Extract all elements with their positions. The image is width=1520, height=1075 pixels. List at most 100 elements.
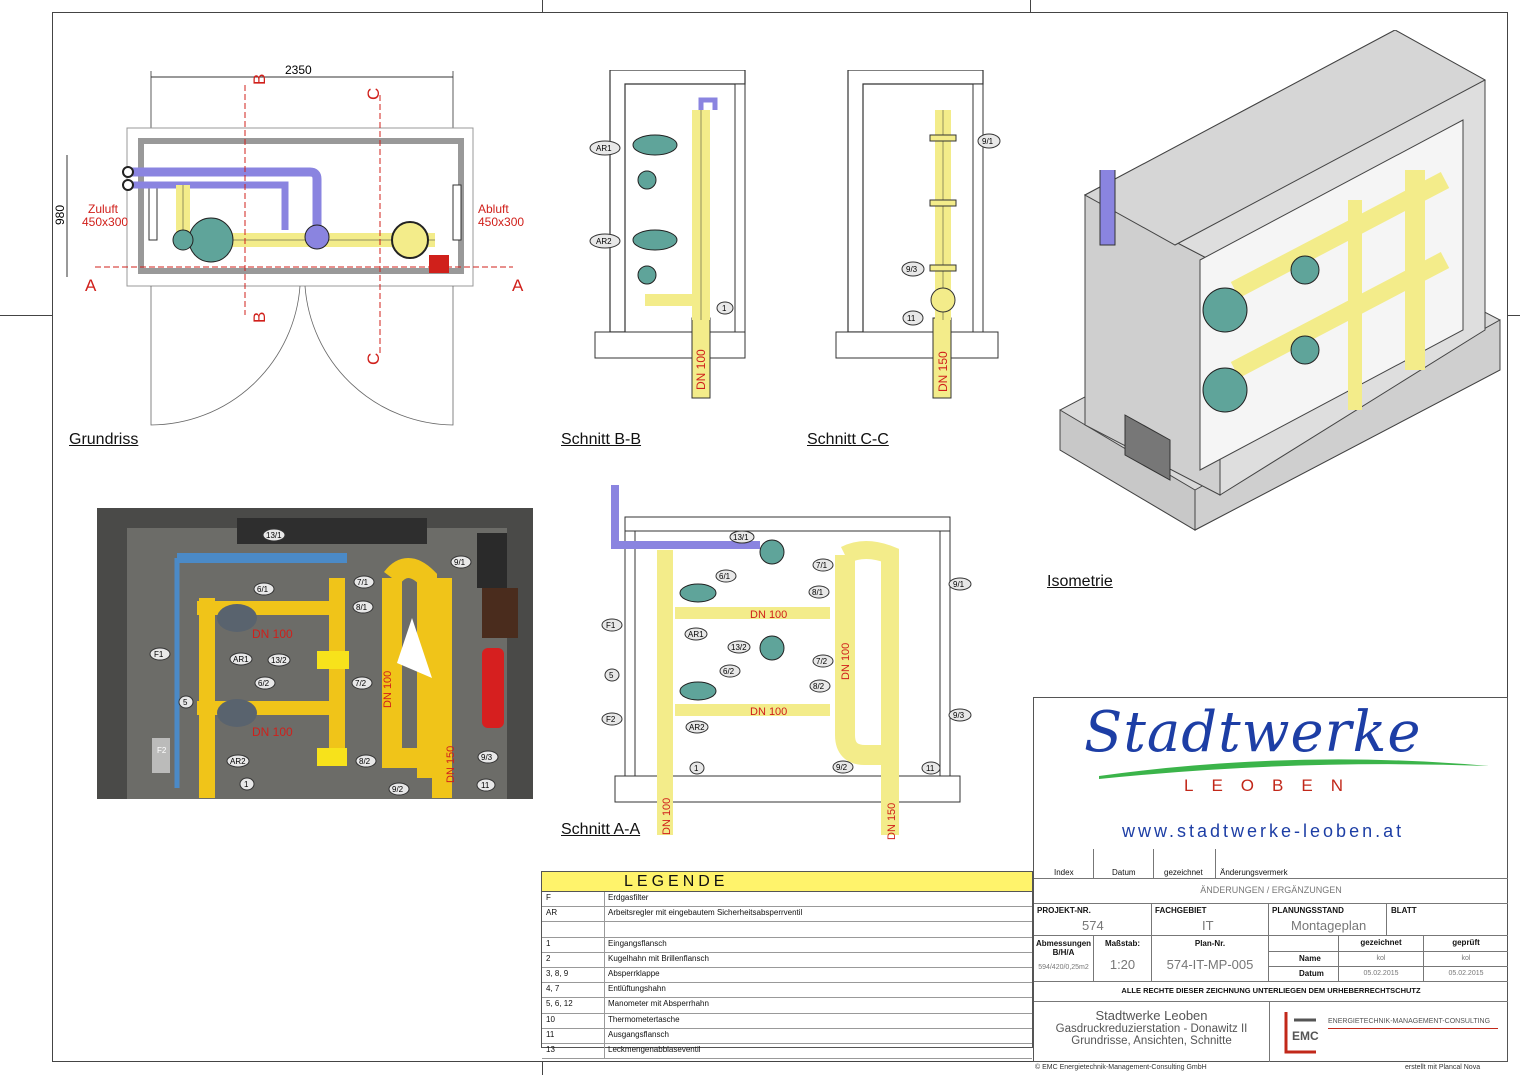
footer-right: erstellt mit Plancal Nova (1405, 1064, 1481, 1071)
photo-dn150-v: DN 150 (445, 746, 457, 783)
dim-depth: 980 (55, 205, 67, 225)
schnitt-aa-title: Schnitt A-A (561, 821, 641, 838)
aa-callout: 8/2 (813, 682, 825, 691)
drawing-frame (52, 12, 1508, 1062)
aa-callout: 9/1 (953, 580, 965, 589)
name-geprueft: kol (1424, 952, 1508, 967)
datum-label: Datum (1269, 967, 1339, 982)
logo-url: www.stadtwerke-leoben.at (1122, 821, 1405, 841)
cc-label-9-3: 9/3 (906, 265, 918, 274)
gezeichnet-label: gezeichnet (1339, 936, 1424, 952)
aa-callout: 1 (694, 764, 699, 773)
massstab-cell: Maßstab: 1:20 (1094, 936, 1152, 982)
photo-callout: 9/2 (392, 785, 404, 794)
aa-callout: 13/2 (731, 643, 747, 652)
blatt-cell: BLATT (1387, 904, 1508, 936)
photo-callout: 8/2 (359, 757, 371, 766)
bb-label-ar2: AR2 (596, 237, 612, 246)
zuluft-size: 450x300 (82, 215, 128, 229)
section-a-right: A (512, 276, 524, 295)
schnitt-cc-drawing: 9/1 9/3 11 DN 150 (835, 70, 1001, 399)
gezeichnet-header: gezeichnet (1154, 849, 1216, 879)
photo-callout: 13/1 (266, 531, 282, 540)
emc-name: ENERGIETECHNIK-MANAGEMENT-CONSULTING (1328, 1018, 1491, 1025)
fachgebiet-cell: FACHGEBIET IT (1152, 904, 1269, 936)
photo-dn100-v: DN 100 (382, 671, 394, 708)
company-logo: Stadtwerke LEOBEN www.stadtwerke-leoben.… (1034, 698, 1507, 849)
section-a-left: A (85, 276, 97, 295)
planungsstand-cell: PLANUNGSSTAND Montageplan (1269, 904, 1387, 936)
frame-tick (542, 1062, 543, 1075)
photo-callouts: 13/1 9/1 6/1 7/1 8/1 F1 AR1 13/2 6/2 7/2… (149, 528, 499, 796)
photo-callout: 1 (244, 780, 249, 789)
photo-callout: AR2 (230, 757, 246, 766)
aa-dn100-b: DN 100 (750, 706, 787, 718)
abmessungen-cell: Abmessungen B/H/A 594/420/0,25m2 (1034, 936, 1094, 982)
changes-title: ÄNDERUNGEN / ERGÄNZUNGEN (1034, 879, 1508, 904)
index-header: Index (1034, 849, 1094, 879)
emc-logo-icon: EMC (1284, 1012, 1319, 1054)
logo-sub: LEOBEN (1184, 776, 1361, 795)
zuluft-label: Zuluft (88, 202, 119, 216)
cc-pipe-label: DN 150 (936, 351, 950, 392)
aa-callout: 9/3 (953, 711, 965, 720)
aa-callout: 8/1 (812, 588, 824, 597)
name-gezeichnet: kol (1339, 952, 1424, 967)
cc-label-9-1: 9/1 (982, 137, 994, 146)
title-block: Stadtwerke LEOBEN www.stadtwerke-leoben.… (1033, 697, 1508, 1062)
emc-logo-block: EMC ENERGIETECHNIK-MANAGEMENT-CONSULTING (1270, 1002, 1508, 1062)
section-c-top: C (364, 88, 383, 100)
aa-callout: 7/1 (816, 561, 828, 570)
station-photo: DN 100 DN 100 DN 100 DN 150 13/1 9/1 6/1… (97, 508, 533, 799)
aa-dn100-a: DN 100 (750, 609, 787, 621)
grundriss-title: Grundriss (69, 431, 139, 448)
client-name: Stadtwerke Leoben (1095, 1008, 1208, 1023)
datum-header: Datum (1094, 849, 1154, 879)
section-b-top: B (250, 74, 269, 85)
abluft-size: 450x300 (478, 215, 524, 229)
aa-callout: 6/2 (723, 667, 735, 676)
logo-swoosh (1099, 759, 1489, 779)
photo-callout: F1 (154, 650, 164, 659)
schnitt-bb-title: Schnitt B-B (561, 431, 642, 448)
project-line1: Gasdruckreduzierstation - Donawitz II (1055, 1023, 1248, 1035)
frame-tick (542, 0, 543, 12)
bb-pipe-label: DN 100 (694, 349, 708, 390)
svg-text:EMC: EMC (1292, 1029, 1319, 1043)
aa-dn100-v: DN 100 (840, 643, 852, 680)
schnitt-bb-drawing: AR1 AR2 1 DN 100 (589, 70, 746, 399)
photo-callout: 7/1 (357, 578, 369, 587)
aa-callout: 5 (609, 671, 614, 680)
aa-callout: AR1 (688, 630, 704, 639)
frame-tick (1508, 315, 1520, 316)
photo-callout: AR1 (233, 655, 249, 664)
photo-callout: 6/1 (257, 585, 269, 594)
frame-tick (0, 315, 52, 316)
datum-gezeichnet: 05.02.2015 (1339, 967, 1424, 982)
dim-width: 2350 (285, 63, 312, 77)
section-b-bottom: B (250, 312, 269, 323)
aa-callout: 13/1 (733, 533, 749, 542)
isometrie-title: Isometrie (1047, 573, 1113, 590)
photo-callout: 11 (481, 781, 490, 790)
datum-geprueft: 05.02.2015 (1424, 967, 1508, 982)
geprueft-label: geprüft (1424, 936, 1508, 952)
aa-callout: F2 (606, 715, 616, 724)
photo-callout: 6/2 (258, 679, 270, 688)
cc-label-11: 11 (907, 314, 916, 323)
bb-label-1: 1 (722, 304, 727, 313)
aa-dn100-in: DN 100 (661, 798, 673, 835)
photo-callout: 7/2 (355, 679, 367, 688)
photo-callout: 5 (183, 698, 188, 707)
copyright-note: ALLE RECHTE DIESER ZEICHNUNG UNTERLIEGEN… (1034, 982, 1508, 1002)
grundriss-drawing: 2350 980 Zuluft 450x300 Abluft 450x300 A… (55, 63, 524, 426)
